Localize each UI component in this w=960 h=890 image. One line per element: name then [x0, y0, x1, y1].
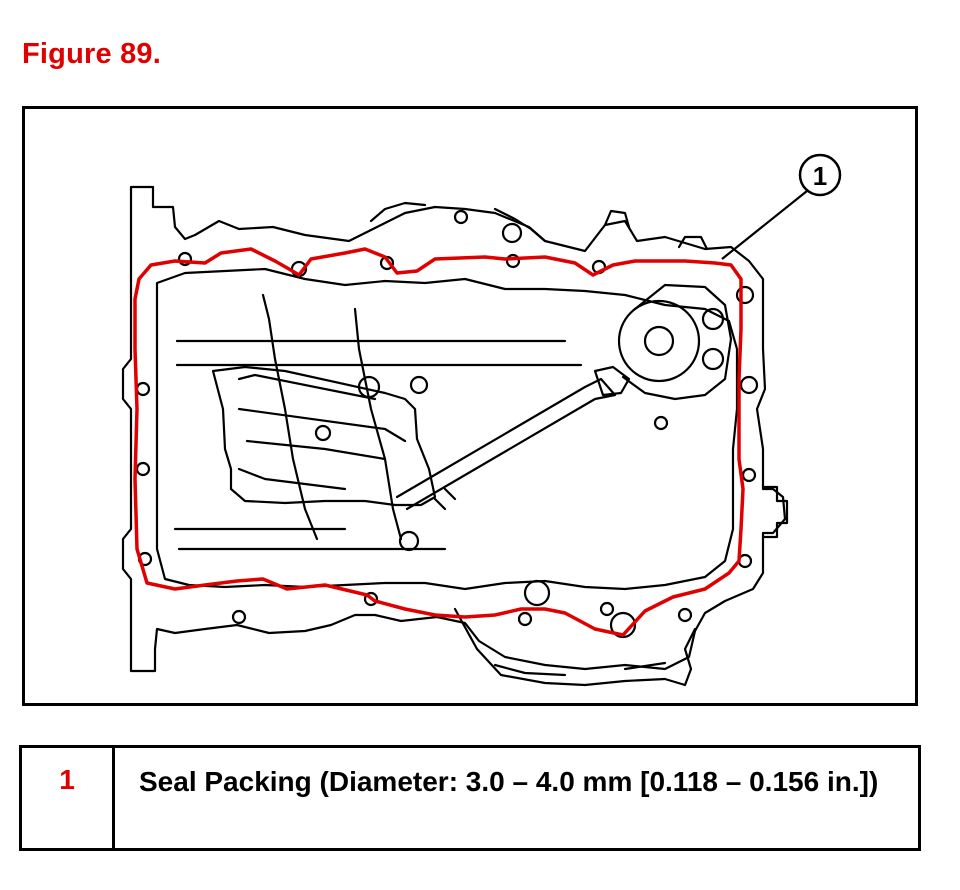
legend-row-description: Seal Packing (Diameter: 3.0 – 4.0 mm [0.…	[139, 766, 879, 797]
legend-table: 1 Seal Packing (Diameter: 3.0 – 4.0 mm […	[19, 745, 921, 851]
figure-title: Figure 89.	[22, 38, 161, 70]
callout-leader-line	[721, 190, 808, 260]
oil-pan-diagram: 1	[121, 153, 842, 687]
diagram-frame: 1	[22, 106, 918, 706]
legend-row-number: 1	[22, 748, 115, 848]
callout-circle	[798, 153, 842, 197]
seal-packing-line	[133, 247, 745, 637]
callout-number: 1	[813, 161, 827, 191]
